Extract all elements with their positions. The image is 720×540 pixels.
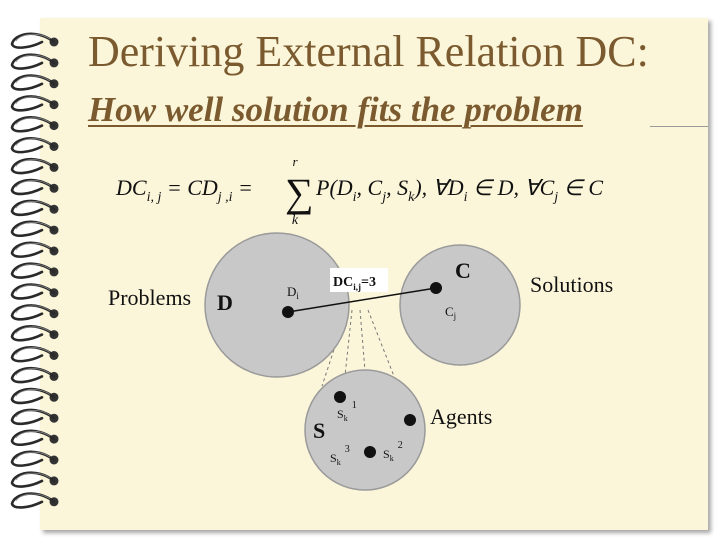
binding-ring-icon	[10, 199, 59, 217]
binding-ring-icon	[10, 471, 59, 488]
dc-label-box	[330, 268, 388, 292]
point-agent-1	[334, 391, 346, 403]
binding-ring-icon	[10, 492, 59, 509]
sum-lower-limit: k	[292, 213, 299, 227]
agents-label: Agents	[430, 404, 493, 429]
sum-sign-icon: ∑	[285, 170, 314, 215]
dc-label: DCi,j=3	[333, 275, 376, 292]
binding-ring-icon	[10, 32, 59, 49]
binding-ring-icon	[10, 137, 59, 154]
circle-s-label: S	[313, 418, 325, 443]
dc-link-line	[287, 287, 437, 313]
circle-d-label: D	[217, 290, 233, 315]
binding-ring-icon	[10, 283, 59, 300]
binding-ring-icon	[10, 157, 59, 175]
solutions-circle	[399, 244, 521, 366]
point-di	[282, 306, 294, 318]
binding-ring-icon	[10, 178, 59, 196]
slide-subtitle: How well solution fits the problem	[88, 90, 583, 129]
binding-ring-icon	[10, 53, 59, 70]
point-cj-label: Cj	[445, 304, 456, 321]
sum-upper-limit: r	[292, 154, 298, 169]
binding-ring-icon	[10, 304, 59, 321]
binding-ring-icon	[10, 387, 59, 405]
binding-ring-icon	[10, 366, 59, 384]
agent-3-label: Sk3	[330, 444, 350, 467]
binding-ring-icon	[10, 450, 59, 467]
title-divider	[650, 126, 708, 127]
binding-ring-icon	[10, 95, 59, 112]
circle-c-label: C	[455, 258, 471, 283]
point-cj	[430, 282, 442, 294]
binding-ring-icon	[10, 429, 59, 446]
spiral-binding	[10, 32, 59, 509]
binding-ring-icon	[10, 74, 59, 91]
point-di-label: Di	[287, 284, 299, 301]
dc-formula: DCi, j = CDj ,i = r ∑ k P(Di, Cj, Sk), ∀…	[115, 154, 603, 227]
formula-lhs: DCi, j = CDj ,i =	[115, 175, 253, 205]
problems-label: Problems	[108, 285, 192, 310]
binding-ring-icon	[10, 116, 59, 133]
binding-ring-icon	[10, 346, 59, 363]
binding-ring-icon	[10, 262, 59, 279]
agent-1-label: Sk1	[337, 400, 357, 423]
binding-ring-icon	[10, 241, 59, 258]
binding-ring-icon	[10, 220, 59, 237]
slide-title: Deriving External Relation DC:	[88, 27, 649, 76]
point-agent-2	[404, 414, 416, 426]
formula-term: P(Di, Cj, Sk), ∀Di ∈ D, ∀Cj ∈ C	[315, 175, 603, 205]
solutions-label: Solutions	[530, 272, 614, 297]
point-agent-3	[364, 446, 376, 458]
binding-ring-icon	[10, 408, 59, 426]
binding-ring-icon	[10, 325, 59, 342]
problems-circle	[204, 232, 350, 378]
projection-line	[367, 309, 413, 423]
agent-2-label: Sk2	[383, 440, 403, 463]
